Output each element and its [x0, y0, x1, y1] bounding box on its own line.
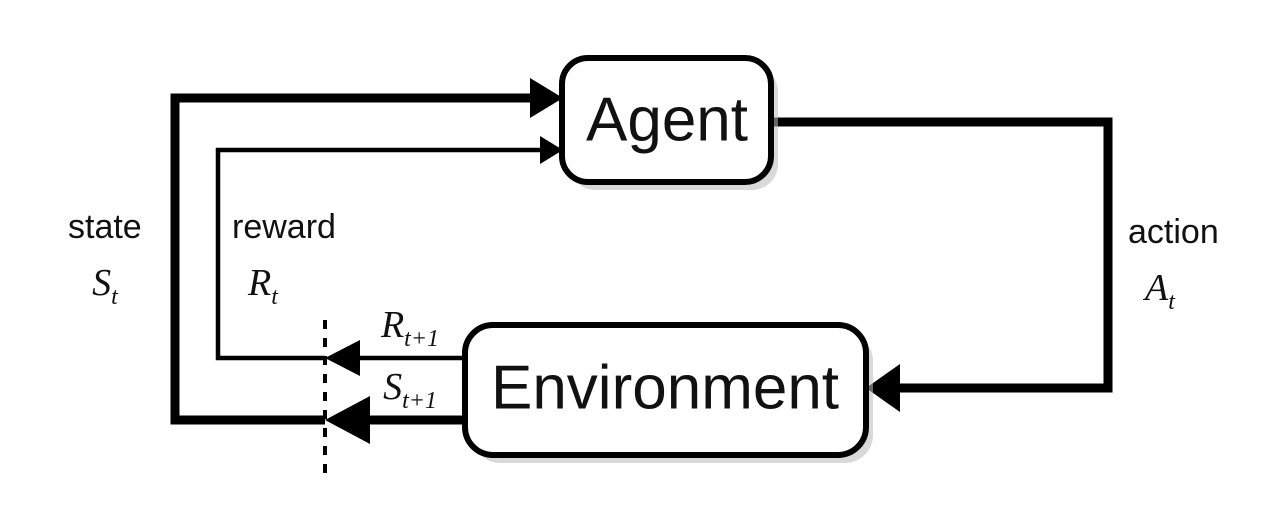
label-reward-symbol: Rt [247, 262, 279, 310]
label-next-reward-symbol: Rt+1 [380, 304, 439, 352]
edge-next-state-arrowhead [325, 396, 370, 444]
label-reward: reward Rt [232, 208, 336, 310]
label-next-state-symbol: St+1 [383, 366, 437, 414]
edge-reward-path [215, 147, 540, 361]
label-action: action At [1128, 213, 1219, 315]
label-state-word: state [68, 208, 142, 246]
node-environment[interactable]: Environment [462, 322, 873, 463]
label-action-symbol-subscript: t [1168, 289, 1176, 315]
edge-next-state [325, 396, 465, 444]
node-agent[interactable]: Agent [559, 55, 778, 190]
label-state: state St [68, 208, 142, 310]
label-action-word: action [1128, 213, 1219, 251]
environment-label: Environment [491, 353, 839, 422]
label-state-symbol-base: S [92, 262, 111, 304]
edge-action-arrowhead [866, 364, 900, 412]
edge-action [771, 117, 1113, 412]
edge-next-reward-arrowhead [325, 340, 360, 376]
edge-action-path [771, 117, 1113, 393]
label-action-symbol: At [1142, 267, 1176, 315]
edge-state [170, 78, 563, 425]
edge-state-path [170, 93, 530, 425]
agent-label: Agent [586, 85, 748, 154]
environment-box[interactable] [462, 322, 869, 458]
agent-box[interactable] [559, 55, 774, 185]
label-action-symbol-base: A [1142, 267, 1169, 309]
label-next-state-symbol-subscript: t+1 [402, 388, 437, 414]
label-reward-symbol-base: R [247, 262, 271, 304]
label-state-symbol: St [92, 262, 119, 310]
label-next-reward-symbol-subscript: t+1 [404, 326, 439, 352]
label-next-state-symbol-base: S [383, 366, 402, 408]
edge-reward [215, 136, 563, 361]
edge-state-arrowhead [530, 78, 563, 118]
label-state-symbol-subscript: t [111, 284, 119, 310]
edge-reward-arrowhead [540, 136, 563, 164]
label-reward-symbol-subscript: t [271, 284, 279, 310]
edge-next-reward [325, 340, 465, 376]
label-reward-word: reward [232, 208, 336, 246]
label-next-reward-symbol-base: R [380, 304, 404, 346]
